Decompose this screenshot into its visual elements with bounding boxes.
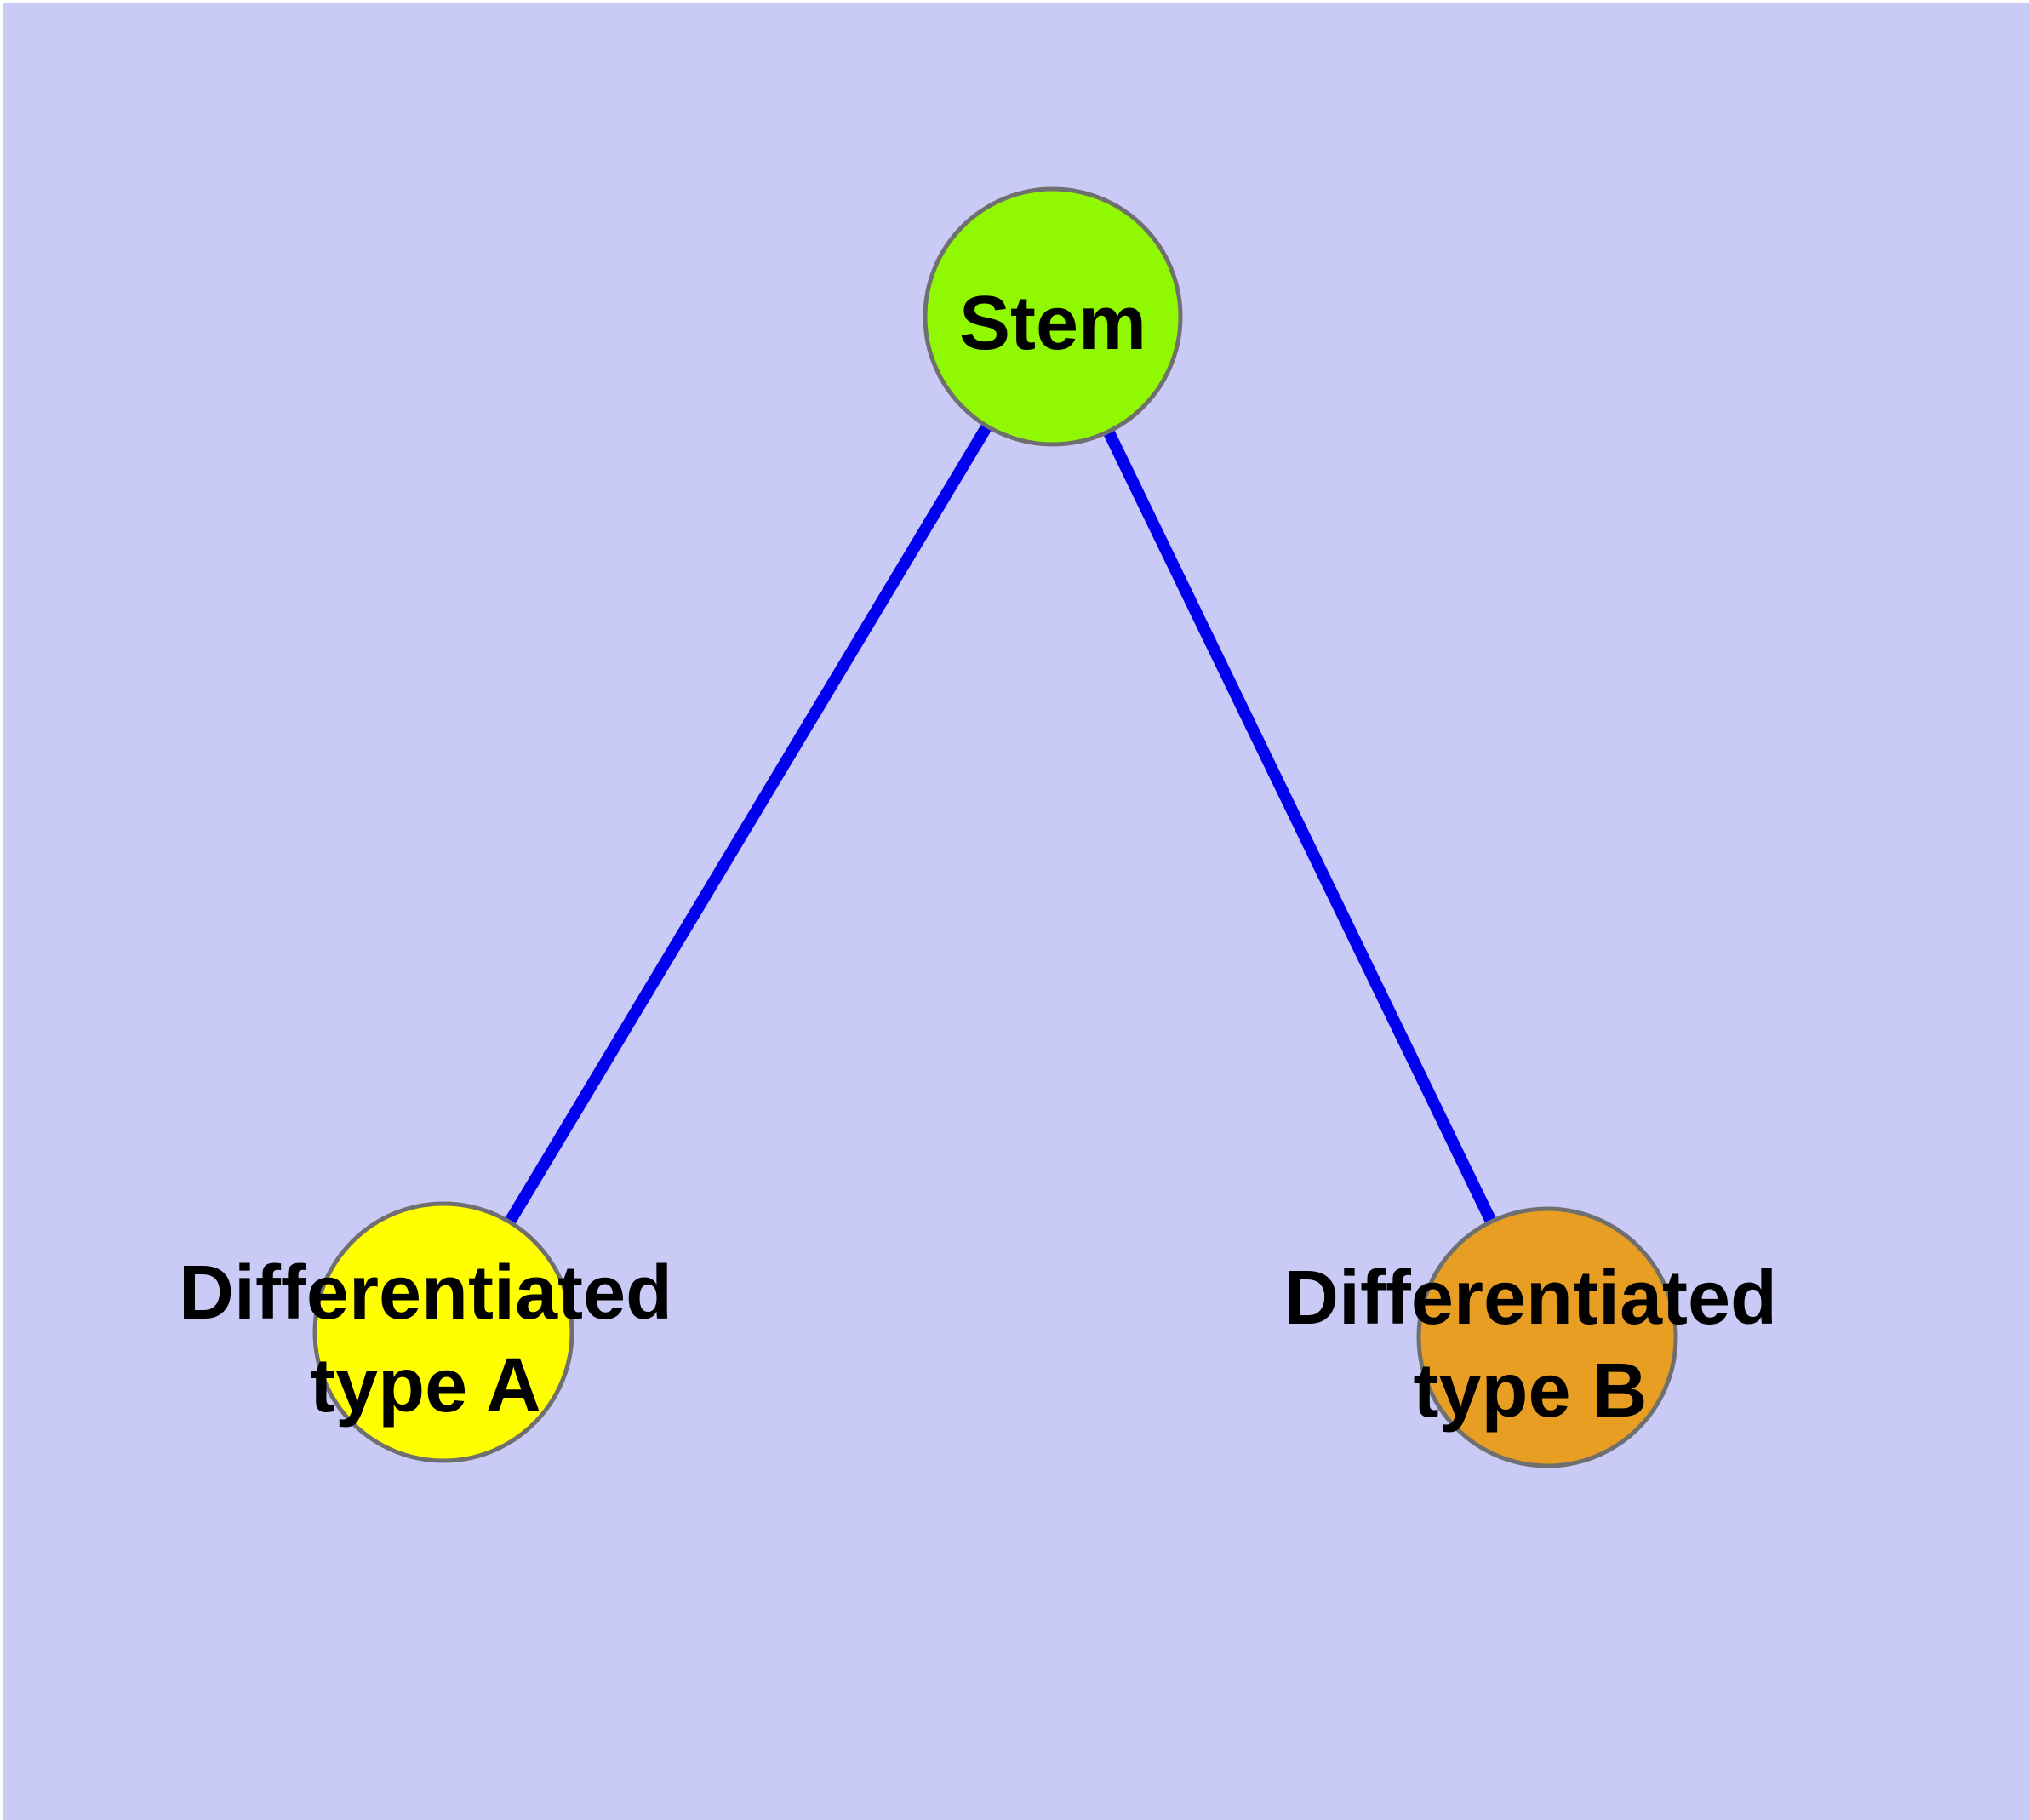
stem-node <box>923 186 1183 447</box>
edge-stem-to-type-b <box>1047 313 1553 1341</box>
type-b-node-label-line2: type B <box>1413 1348 1647 1434</box>
type-a-node-label-line2: type A <box>310 1343 541 1428</box>
edge-stem-to-type-a <box>437 313 1059 1336</box>
type-a-node <box>312 1201 574 1463</box>
type-b-node-label-line1: Differentiated <box>1283 1256 1777 1341</box>
stem-node-label: Stem <box>959 281 1146 366</box>
type-a-node-label-line1: Differentiated <box>179 1251 672 1336</box>
type-b-node <box>1416 1206 1678 1468</box>
